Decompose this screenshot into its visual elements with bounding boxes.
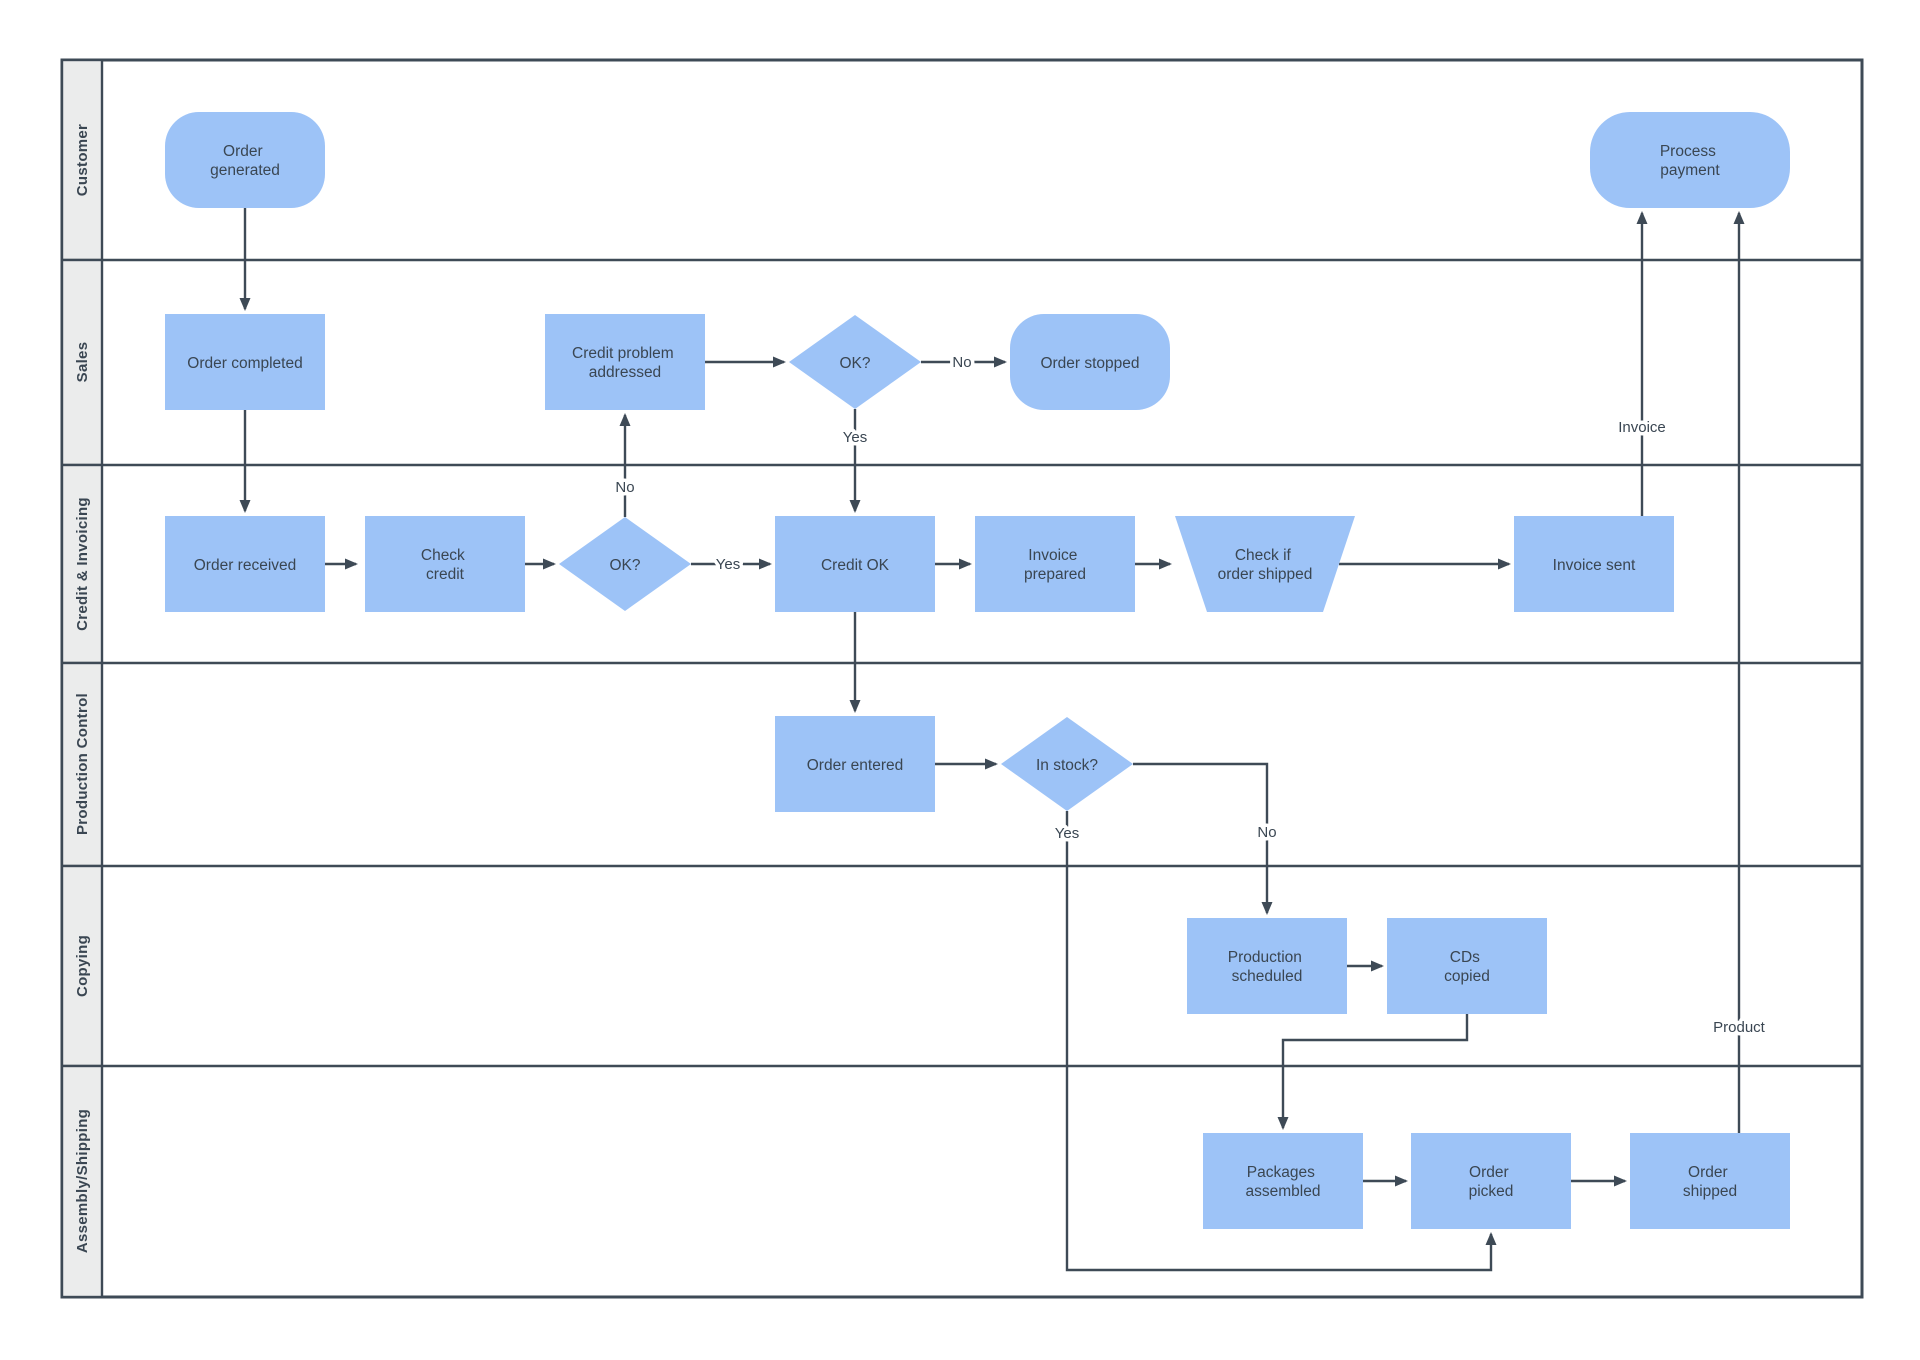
- edge-label-product: Product: [1713, 1019, 1766, 1036]
- process-shape[interactable]: [1203, 1133, 1363, 1229]
- decision-shape[interactable]: [1001, 717, 1133, 811]
- node-label: CDs copied: [1444, 949, 1490, 985]
- lane-cell-production-control: [60, 661, 104, 868]
- node-production-scheduled[interactable]: Production scheduled: [1187, 918, 1347, 1014]
- edge-instock-no-to-productionscheduled: [1133, 762, 1273, 915]
- lane-label-credit-invoicing: Credit & Invoicing: [74, 497, 91, 631]
- process-shape[interactable]: [975, 516, 1135, 612]
- edge-cdscopied-to-packagesassembled: [1277, 1014, 1469, 1130]
- outer-border: [60, 58, 1864, 1299]
- node-order-received[interactable]: Order received: [165, 516, 325, 612]
- node-label: Order entered: [807, 757, 904, 774]
- process-shape[interactable]: [1630, 1133, 1790, 1229]
- edge-label-no: No: [952, 354, 971, 371]
- node-ok-decision-sales[interactable]: OK?: [789, 315, 921, 409]
- node-label: Order shipped: [1683, 1164, 1737, 1200]
- node-label: Credit OK: [821, 557, 890, 574]
- node-label: Credit problem addressed: [572, 345, 678, 381]
- node-label: Order received: [194, 557, 297, 574]
- lane-label-sales: Sales: [74, 342, 91, 383]
- node-in-stock-decision[interactable]: In stock?: [1001, 717, 1133, 811]
- node-credit-problem-addressed[interactable]: Credit problem addressed: [545, 314, 705, 410]
- trapezoid-shape[interactable]: [1175, 516, 1355, 612]
- process-shape[interactable]: [1514, 516, 1674, 612]
- node-label: OK?: [609, 557, 640, 574]
- node-order-shipped[interactable]: Order shipped: [1630, 1133, 1790, 1229]
- process-shape[interactable]: [1411, 1133, 1571, 1229]
- process-shape[interactable]: [165, 516, 325, 612]
- nodes: Order generated Process payment Order co…: [165, 112, 1790, 1229]
- lane-cell-copying: [60, 864, 104, 1068]
- node-label: Production scheduled: [1228, 949, 1306, 985]
- node-packages-assembled[interactable]: Packages assembled: [1203, 1133, 1363, 1229]
- lane-label-assembly-shipping: Assembly/Shipping: [74, 1109, 91, 1253]
- process-shape[interactable]: [165, 314, 325, 410]
- lane-cell-assembly-shipping: [60, 1064, 104, 1299]
- node-check-if-order-shipped[interactable]: Check if order shipped: [1175, 516, 1355, 612]
- connector-labels: Yes No No Yes Invoice No Yes Product: [612, 351, 1769, 1040]
- node-label: Invoice prepared: [1024, 547, 1086, 583]
- lane-cell-customer: [60, 58, 104, 262]
- decision-shape[interactable]: [559, 517, 691, 611]
- node-order-completed[interactable]: Order completed: [165, 314, 325, 410]
- process-shape[interactable]: [1387, 918, 1547, 1014]
- node-ok-decision-credit[interactable]: OK?: [559, 517, 691, 611]
- node-label: Process payment: [1660, 143, 1721, 179]
- edge-label-yes: Yes: [716, 556, 740, 573]
- edge-label-no: No: [615, 479, 634, 496]
- node-credit-ok[interactable]: Credit OK: [775, 516, 935, 612]
- node-order-stopped[interactable]: Order stopped: [1010, 314, 1170, 410]
- terminator-shape[interactable]: [165, 112, 325, 208]
- node-label: Check if order shipped: [1218, 547, 1313, 583]
- node-check-credit[interactable]: Check credit: [365, 516, 525, 612]
- node-label: Order completed: [187, 355, 302, 372]
- node-invoice-sent[interactable]: Invoice sent: [1514, 516, 1674, 612]
- node-label: Check credit: [421, 547, 469, 583]
- lane-labels: Customer Sales Credit & Invoicing Produc…: [60, 58, 104, 1299]
- process-shape[interactable]: [775, 716, 935, 812]
- lane-label-copying: Copying: [74, 935, 91, 997]
- node-cds-copied[interactable]: CDs copied: [1387, 918, 1547, 1014]
- process-shape[interactable]: [775, 516, 935, 612]
- node-process-payment[interactable]: Process payment: [1590, 112, 1790, 208]
- edge-label-yes: Yes: [843, 429, 867, 446]
- lane-label-production-control: Production Control: [74, 693, 91, 835]
- node-label: OK?: [839, 355, 870, 372]
- node-label: Order picked: [1469, 1164, 1514, 1200]
- node-label: Packages assembled: [1246, 1164, 1321, 1200]
- swimlane-frame: [60, 58, 1864, 1299]
- node-invoice-prepared[interactable]: Invoice prepared: [975, 516, 1135, 612]
- process-shape[interactable]: [365, 516, 525, 612]
- node-label: Order stopped: [1040, 355, 1139, 372]
- decision-shape[interactable]: [789, 315, 921, 409]
- lane-label-customer: Customer: [74, 124, 91, 196]
- process-shape[interactable]: [545, 314, 705, 410]
- node-order-entered[interactable]: Order entered: [775, 716, 935, 812]
- node-order-generated[interactable]: Order generated: [165, 112, 325, 208]
- edge-instock-yes-to-orderpicked: [1065, 811, 1497, 1272]
- node-label: Order generated: [210, 143, 280, 179]
- process-shape[interactable]: [1187, 918, 1347, 1014]
- edge-label-yes: Yes: [1055, 825, 1079, 842]
- terminator-shape[interactable]: [1010, 314, 1170, 410]
- edge-label-no: No: [1257, 824, 1276, 841]
- node-label: Invoice sent: [1553, 557, 1636, 574]
- edge-label-invoice: Invoice: [1618, 419, 1666, 436]
- node-order-picked[interactable]: Order picked: [1411, 1133, 1571, 1229]
- terminator-shape[interactable]: [1590, 112, 1790, 208]
- node-label: In stock?: [1036, 757, 1098, 774]
- connectors: [239, 208, 1745, 1272]
- lane-cell-credit-invoicing: [60, 463, 104, 665]
